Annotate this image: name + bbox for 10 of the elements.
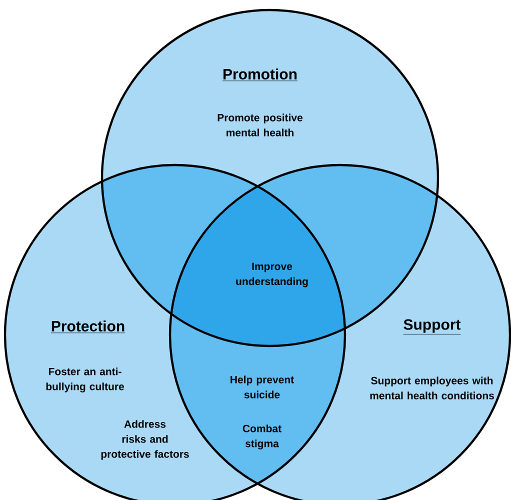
overlap-text: Help prevent suicide [230,376,294,398]
overlap-text: Combat stigma [242,424,282,450]
circle-text: Address risks and protective factors [101,420,189,460]
circle-heading: Protection [50,320,126,334]
circle-heading: Support [403,319,461,334]
overlap-text: Improve understanding [236,262,308,288]
circle-text: Foster an anti-bullying culture [46,368,124,392]
circle-heading: Promotion [222,68,298,82]
circle-text: Support employees with mental health conditions [370,376,494,400]
circle-text: Promote positive mental health [218,114,303,136]
